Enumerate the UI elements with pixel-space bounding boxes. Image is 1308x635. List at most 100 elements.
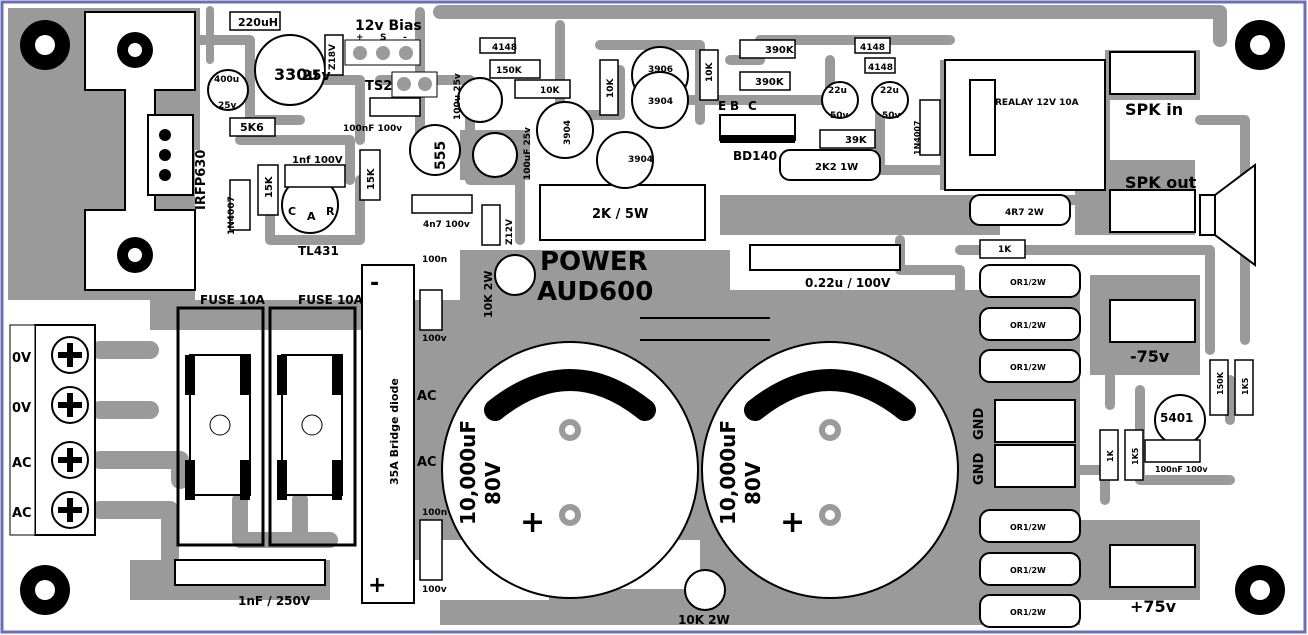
capacitor-c2 xyxy=(701,341,959,599)
power-resistors xyxy=(174,149,1081,628)
svg-text:+: + xyxy=(780,505,805,540)
svg-text:-75v: -75v xyxy=(1130,347,1170,366)
svg-text:1K5: 1K5 xyxy=(1241,377,1250,395)
svg-text:0.22u / 100V: 0.22u / 100V xyxy=(805,276,891,290)
svg-text:390K: 390K xyxy=(765,45,795,56)
svg-text:10K: 10K xyxy=(606,77,616,98)
svg-text:3904: 3904 xyxy=(628,155,653,165)
svg-text:4n7 100v: 4n7 100v xyxy=(423,220,470,230)
fuse-holders xyxy=(176,306,357,547)
svg-text:2K2 1W: 2K2 1W xyxy=(815,162,858,173)
labels: 12v Bias + S - TS2 220uH 330u 25v Z18V 4… xyxy=(12,16,1250,627)
svg-text:555: 555 xyxy=(433,141,449,170)
svg-text:Z18V: Z18V xyxy=(328,44,338,70)
heatsink-bracket xyxy=(84,11,196,291)
svg-text:150K: 150K xyxy=(496,66,523,76)
svg-text:390K: 390K xyxy=(755,77,785,88)
svg-text:4148: 4148 xyxy=(868,63,893,73)
svg-text:TL431: TL431 xyxy=(298,244,339,258)
svg-text:100V: 100V xyxy=(314,155,343,166)
svg-text:OR1/2W: OR1/2W xyxy=(1010,608,1046,617)
svg-text:50v: 50v xyxy=(882,111,901,121)
svg-text:1K: 1K xyxy=(998,245,1012,255)
svg-text:FUSE 10A: FUSE 10A xyxy=(298,293,364,307)
svg-text:100nF 100v: 100nF 100v xyxy=(1155,465,1208,474)
terminal-block xyxy=(9,324,96,536)
svg-text:TS2: TS2 xyxy=(365,79,392,94)
small-components xyxy=(207,34,1206,611)
svg-text:25v: 25v xyxy=(302,68,331,84)
svg-text:IRFP630: IRFP630 xyxy=(194,150,209,210)
svg-text:3906: 3906 xyxy=(648,65,673,75)
svg-text:330u: 330u xyxy=(274,65,319,84)
svg-text:10K 2W: 10K 2W xyxy=(482,271,495,318)
speaker-pads xyxy=(994,51,1196,588)
svg-text:+: + xyxy=(368,573,386,598)
svg-text:80V: 80V xyxy=(481,461,505,505)
svg-text:GND: GND xyxy=(972,452,987,485)
svg-text:1nF / 250V: 1nF / 250V xyxy=(238,594,311,608)
svg-text:FUSE 10A: FUSE 10A xyxy=(200,293,266,307)
svg-text:4R7 2W: 4R7 2W xyxy=(1005,208,1044,218)
svg-text:10,000uF: 10,000uF xyxy=(456,420,480,525)
svg-text:1N4007: 1N4007 xyxy=(913,120,922,155)
svg-text:50v: 50v xyxy=(830,111,849,121)
svg-text:100v: 100v xyxy=(422,334,447,344)
svg-text:3904: 3904 xyxy=(648,97,673,107)
svg-text:BD140: BD140 xyxy=(733,149,777,163)
svg-text:S: S xyxy=(380,33,386,43)
svg-text:R: R xyxy=(326,205,335,218)
svg-text:Z12V: Z12V xyxy=(505,219,515,245)
svg-text:100uF 25v: 100uF 25v xyxy=(523,127,533,180)
speaker-icon xyxy=(1199,163,1256,267)
svg-text:0V: 0V xyxy=(12,351,31,366)
svg-text:0V: 0V xyxy=(12,401,31,416)
svg-text:220uH: 220uH xyxy=(238,16,278,29)
svg-text:E: E xyxy=(718,99,726,113)
svg-text:AC: AC xyxy=(12,506,32,521)
svg-text:100u 25v: 100u 25v xyxy=(453,73,463,120)
svg-text:REALAY 12V 10A: REALAY 12V 10A xyxy=(995,98,1079,108)
svg-text:10,000uF: 10,000uF xyxy=(716,420,740,525)
spk-out-label: SPK out xyxy=(1125,173,1197,192)
svg-text:+: + xyxy=(520,505,545,540)
capacitor-c1 xyxy=(441,341,699,599)
svg-text:10K: 10K xyxy=(540,86,561,96)
svg-text:4148: 4148 xyxy=(860,43,885,53)
svg-text:OR1/2W: OR1/2W xyxy=(1010,321,1046,330)
svg-text:-: - xyxy=(370,271,379,296)
svg-text:1K: 1K xyxy=(1106,449,1115,462)
svg-text:1nf: 1nf xyxy=(292,155,311,166)
svg-text:22u: 22u xyxy=(828,86,847,96)
svg-text:C: C xyxy=(748,99,757,113)
svg-text:-: - xyxy=(403,33,407,43)
resistor-bodies xyxy=(229,11,1254,581)
svg-text:10K: 10K xyxy=(705,61,715,82)
svg-text:4148: 4148 xyxy=(492,43,517,53)
svg-text:A: A xyxy=(307,210,316,223)
svg-text:10K 2W: 10K 2W xyxy=(678,613,730,627)
svg-text:AC: AC xyxy=(417,455,437,470)
svg-text:OR1/2W: OR1/2W xyxy=(1010,523,1046,532)
svg-text:+75v: +75v xyxy=(1130,597,1177,616)
svg-text:GND: GND xyxy=(972,407,987,440)
svg-text:80V: 80V xyxy=(741,461,765,505)
bias-label: 12v Bias xyxy=(355,18,422,34)
svg-text:22u: 22u xyxy=(880,86,899,96)
title-power: POWER xyxy=(540,247,648,277)
mounting-holes xyxy=(20,20,1285,615)
header-pins xyxy=(344,39,438,98)
svg-text:1N4007: 1N4007 xyxy=(227,196,237,235)
svg-text:100v: 100v xyxy=(422,585,447,595)
svg-text:AC: AC xyxy=(417,389,437,404)
bridge-diode xyxy=(361,264,415,604)
svg-text:OR1/2W: OR1/2W xyxy=(1010,363,1046,372)
svg-text:25v: 25v xyxy=(218,101,237,111)
spk-in-label: SPK in xyxy=(1125,100,1183,119)
svg-text:15K: 15K xyxy=(264,175,275,198)
svg-text:150K: 150K xyxy=(1216,371,1225,395)
svg-text:5401: 5401 xyxy=(1160,411,1193,425)
svg-text:15K: 15K xyxy=(366,167,377,190)
svg-text:39K: 39K xyxy=(845,135,868,146)
